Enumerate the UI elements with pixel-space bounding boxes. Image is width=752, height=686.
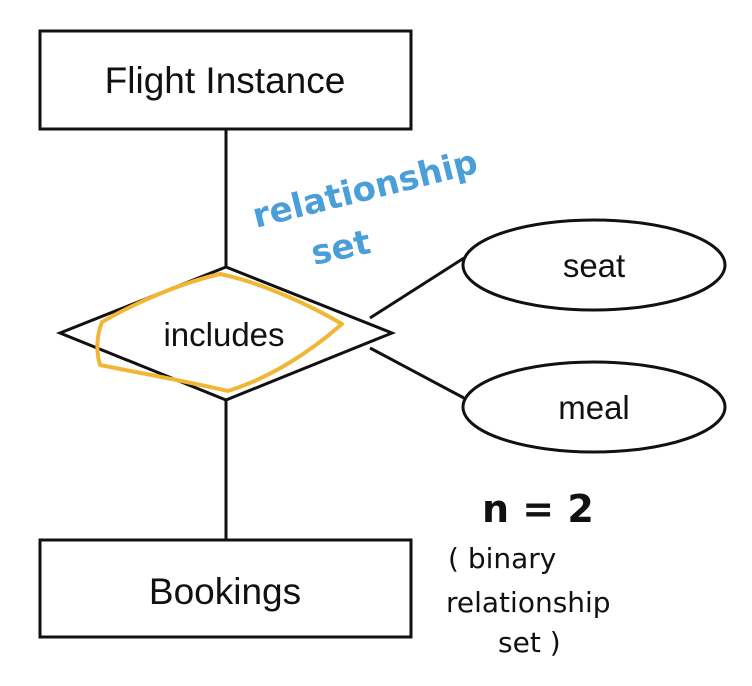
highlight-outline	[95, 272, 344, 393]
annotation-binary-line1: ( binary	[448, 542, 556, 575]
relationship-includes: includes	[55, 265, 397, 402]
attribute-seat: seat	[461, 218, 727, 312]
attribute-seat-label: seat	[563, 247, 625, 284]
connector-includes-meal	[369, 346, 465, 400]
entity-flight-instance-label: Flight Instance	[105, 60, 346, 101]
attribute-meal: meal	[461, 360, 727, 454]
annotation-n-equals: n = 2	[482, 487, 594, 531]
annotation-relationship-set-line2: set	[308, 222, 375, 274]
entity-bookings-label: Bookings	[149, 571, 301, 612]
annotation-binary-line2: relationship	[446, 586, 611, 619]
attribute-meal-label: meal	[558, 389, 630, 426]
entity-flight-instance: Flight Instance	[38, 29, 413, 131]
annotation-binary-line3: set )	[498, 626, 561, 659]
relationship-includes-label: includes	[163, 316, 284, 353]
entity-bookings: Bookings	[38, 538, 413, 639]
connector-includes-seat	[369, 256, 465, 320]
